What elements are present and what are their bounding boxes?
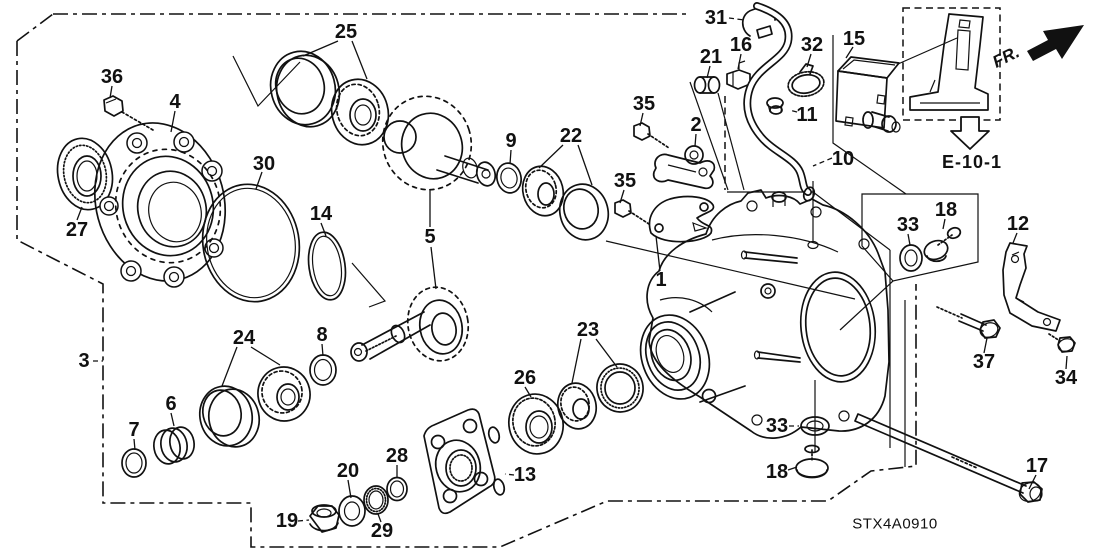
annotations: FR. E-10-1 STX4A0910 (852, 25, 1084, 533)
part-28-ring (386, 476, 408, 502)
part-21-collar (693, 76, 721, 94)
part-label-27: 27 (66, 219, 88, 241)
part-32-clamp (787, 63, 825, 98)
part-label-33-b: 33 (766, 415, 788, 437)
part-33-washer-lower (800, 416, 830, 436)
part-2-shift-fork-lever (652, 145, 716, 190)
part-23-taper-bearing (556, 382, 598, 430)
part-label-5: 5 (424, 226, 435, 248)
part-25-taper-bearing (330, 78, 390, 146)
part-label-14: 14 (310, 203, 333, 225)
part-label-6: 6 (165, 393, 176, 415)
part-5-transfer-shaft-gear (350, 286, 470, 362)
part-label-16: 16 (730, 34, 752, 56)
part-17-long-bolt (854, 413, 1043, 503)
part-25-bearing-race (269, 50, 341, 128)
part-18-drain-plug-upper (923, 226, 962, 263)
part-5-bevel-gear (381, 95, 497, 191)
part-label-30: 30 (253, 153, 275, 175)
part-label-7: 7 (128, 419, 139, 441)
part-label-21: 21 (700, 46, 722, 68)
part-9-spacer-ring (496, 162, 522, 194)
part-label-11: 11 (796, 104, 817, 126)
part-7-ring (121, 448, 147, 478)
part-1-lever-plate (648, 195, 715, 243)
part-labels: 36 4 27 25 30 14 5 9 22 35 2 35 31 21 16… (66, 7, 1078, 542)
part-label-9: 9 (505, 130, 516, 152)
part-33-washer-upper (899, 244, 923, 272)
part-22-bearing-race (558, 183, 610, 241)
part-24-bearing-sleeve (198, 385, 261, 448)
transfer-case-housing (639, 189, 890, 439)
part-35-bolt-lower (614, 199, 650, 225)
part-label-17: 17 (1026, 455, 1048, 477)
part-label-19: 19 (276, 510, 298, 532)
part-label-34: 34 (1055, 367, 1078, 389)
part-4-bearing-cover (93, 122, 227, 288)
part-30-o-ring (201, 183, 301, 303)
part-35-bolt-upper (633, 122, 670, 149)
diagram-code: STX4A0910 (852, 516, 937, 533)
part-label-3: 3 (78, 350, 89, 372)
part-label-25: 25 (335, 21, 357, 43)
part-label-35-b: 35 (614, 170, 636, 192)
part-27-oil-seal (56, 137, 114, 211)
part-36-bolt (103, 95, 154, 131)
part-label-8: 8 (316, 324, 327, 346)
fr-direction-label: FR. (989, 42, 1022, 71)
part-15-solenoid-valve (835, 56, 901, 133)
part-23-bearing-race (596, 363, 644, 413)
part-14-snap-ring (307, 231, 347, 301)
part-label-2: 2 (690, 114, 701, 136)
diagram-borders (16, 7, 1001, 548)
part-label-12: 12 (1007, 213, 1029, 235)
part-label-37: 37 (973, 351, 995, 373)
part-label-31: 31 (705, 7, 727, 29)
part-label-35-a: 35 (633, 93, 655, 115)
part-11-clip (766, 97, 784, 115)
reference-down-arrow-icon (950, 116, 990, 150)
bracket-detail-drawing (909, 13, 989, 111)
part-29-lock-washer (363, 485, 389, 515)
bracket-detail-dashed-box (902, 7, 1001, 121)
part-label-22: 22 (560, 125, 582, 147)
construction-lines (232, 35, 979, 467)
part-label-1: 1 (655, 269, 666, 291)
part-label-10: 10 (832, 148, 854, 170)
part-20-washer (338, 495, 366, 527)
part-label-18-a: 18 (935, 199, 957, 221)
part-12-harness-bracket (1002, 242, 1061, 332)
leader-lines (76, 17, 1068, 523)
part-label-32: 32 (801, 34, 823, 56)
part-label-36: 36 (101, 66, 123, 88)
part-label-18-b: 18 (766, 461, 788, 483)
fr-direction-arrow-icon (1027, 25, 1084, 61)
part-label-29: 29 (371, 520, 393, 542)
part-label-33-a: 33 (897, 214, 919, 236)
part-label-24: 24 (233, 327, 256, 349)
part-label-4: 4 (169, 91, 181, 113)
reference-label: E-10-1 (942, 152, 1002, 172)
part-19-lock-nut (309, 504, 340, 533)
part-24-taper-bearing (257, 366, 311, 422)
part-8-ring (309, 354, 337, 386)
part-label-13: 13 (514, 464, 536, 486)
part-label-20: 20 (337, 460, 359, 482)
part-18-drain-plug-lower (795, 444, 829, 479)
part-34-bolt (1048, 333, 1076, 353)
part-label-15: 15 (843, 28, 865, 50)
part-22-taper-bearing (521, 165, 565, 217)
part-label-28: 28 (386, 445, 408, 467)
part-13-companion-flange (423, 408, 506, 515)
part-6-collar (153, 426, 195, 465)
part-37-bolt (936, 306, 1001, 339)
part-label-26: 26 (514, 367, 536, 389)
part-label-23: 23 (577, 319, 599, 341)
